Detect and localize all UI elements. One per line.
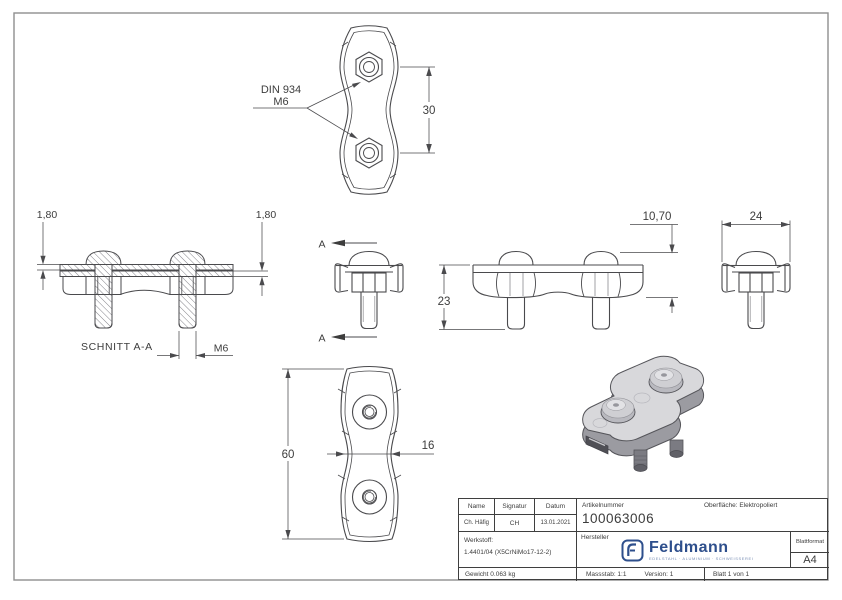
section-marker-bottom: A (318, 333, 325, 345)
gewicht-value: Gewicht 0.063 kg (459, 568, 577, 581)
werkstoff-value: 1.4401/04 (X5CrNiMo17-12-2) (464, 549, 552, 557)
blattformat-label: Blattformat (791, 532, 829, 553)
blattformat-value: A4 (791, 553, 829, 568)
dimension-width: 24 (750, 211, 763, 223)
feldmann-logo: Feldmann EDELSTAHL · ALUMINIUM · SCHWEIS… (621, 539, 754, 562)
werkstoff-label: Werkstoff: (464, 537, 494, 544)
feldmann-logo-icon (621, 539, 644, 562)
artikelnummer-label: Artikelnummer (582, 502, 624, 509)
section-title: SCHNITT A-A (81, 341, 153, 353)
signatur-label: Signatur (495, 499, 535, 515)
name-label: Name (459, 499, 495, 515)
artikelnummer-value: 100063006 (582, 511, 655, 526)
dimension-waist-width: 16 (422, 440, 435, 452)
view-top: 30 DIN 934 M6 (253, 25, 438, 195)
view-isometric (582, 355, 705, 472)
datum-value: 13.01.2021 (535, 515, 577, 532)
dimension-nut-spacing: 30 (423, 105, 436, 117)
signatur-value: CH (495, 515, 535, 532)
view-side-right: 24 (721, 211, 791, 330)
artikelnummer-cell: Artikelnummer Oberfläche: Elektropoliert… (577, 499, 829, 532)
page-frame (13, 12, 829, 581)
view-front: 23 10,70 (434, 211, 678, 330)
dimension-thickness-right: 1,80 (256, 209, 277, 221)
dimension-thickness-left: 1,80 (37, 209, 58, 221)
massstab-value: Massstab: 1:1 (586, 571, 627, 578)
datum-label: Datum (535, 499, 577, 515)
blatt-value: Blatt 1 von 1 (713, 571, 750, 578)
name-value: Ch. Häfig (459, 515, 495, 532)
werkstoff-cell: Werkstoff: 1.4401/04 (X5CrNiMo17-12-2) (459, 532, 577, 568)
massstab-cell: Massstab: 1:1 Version: 1 (577, 568, 705, 581)
section-marker-top: A (318, 239, 325, 251)
logo-tagline: EDELSTAHL · ALUMINIUM · SCHWEISSEREI (649, 556, 754, 561)
note-din934-m6: M6 (273, 96, 288, 108)
oberflaeche-value: Oberfläche: Elektropoliert (704, 502, 778, 509)
version-value: Version: 1 (644, 571, 674, 578)
dimension-height: 23 (438, 296, 451, 308)
hersteller-cell: Hersteller Feldmann EDELSTAHL · ALUMINIU… (577, 532, 791, 568)
dimension-thread: M6 (214, 343, 229, 355)
note-din934: DIN 934 (261, 84, 301, 96)
view-section-aa: 1,80 1,80 M6 SCHNITT A-A (37, 209, 277, 359)
title-block: Name Signatur Datum Artikelnummer Oberfl… (458, 498, 829, 581)
dimension-protrusion: 10,70 (643, 211, 672, 223)
hersteller-label: Hersteller (581, 534, 609, 541)
logo-brand: Feldmann (649, 539, 729, 556)
view-bottom: 60 16 (278, 365, 435, 543)
dimension-length: 60 (282, 449, 295, 461)
view-side-aa: A A (318, 239, 404, 345)
